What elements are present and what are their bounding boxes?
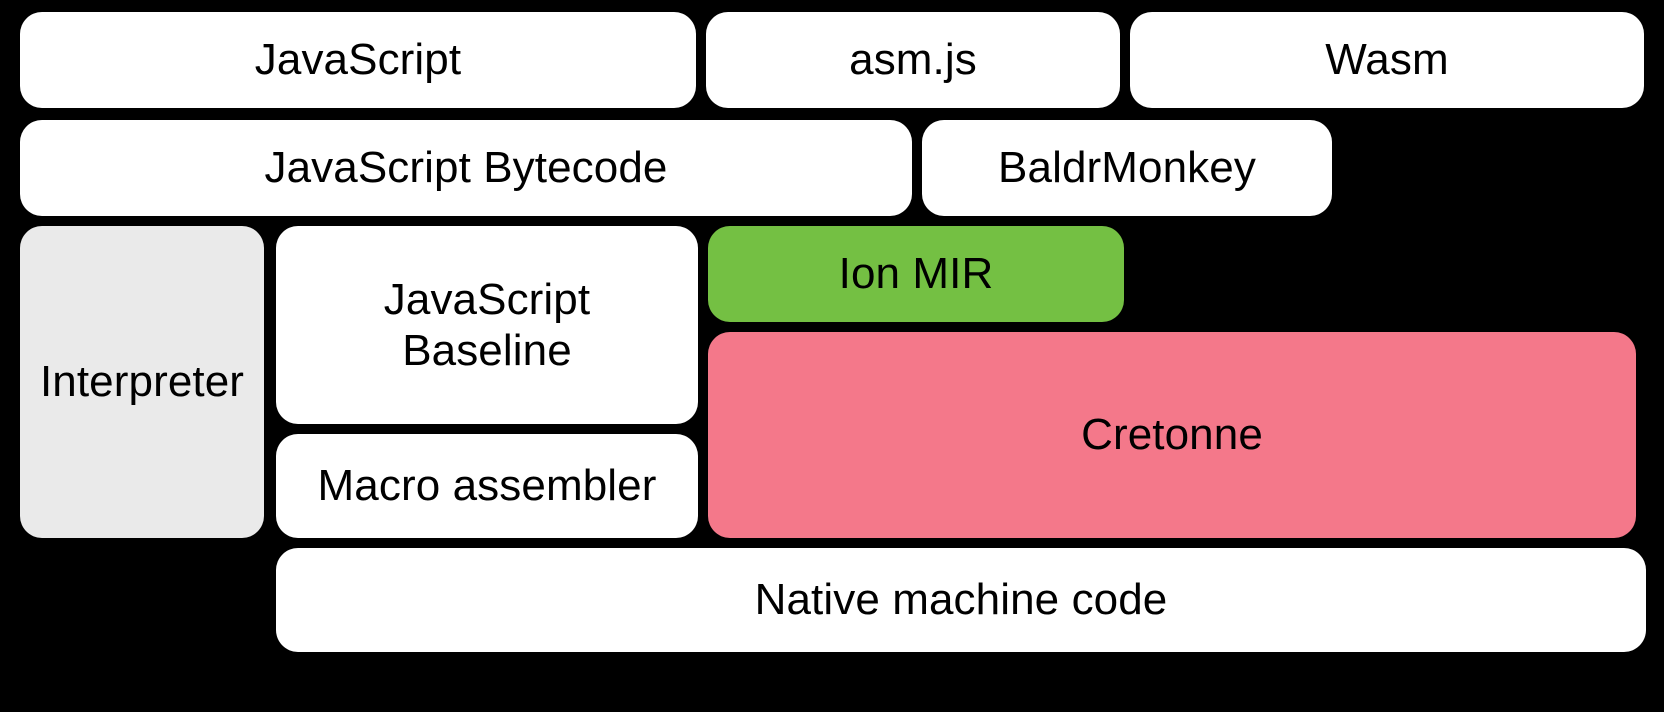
node-javascript-label: JavaScript xyxy=(254,35,462,85)
node-interpreter-label: Interpreter xyxy=(39,357,245,407)
node-baldrmonkey[interactable]: BaldrMonkey xyxy=(922,120,1332,216)
node-baldrmonkey-label: BaldrMonkey xyxy=(998,143,1256,193)
node-wasm-label: Wasm xyxy=(1325,35,1449,85)
node-javascript-bytecode-label: JavaScript Bytecode xyxy=(264,143,668,193)
node-macro-assembler[interactable]: Macro assembler xyxy=(276,434,698,538)
node-asmjs-label: asm.js xyxy=(849,35,977,85)
node-ion-mir[interactable]: Ion MIR xyxy=(708,226,1124,322)
node-native-machine-code[interactable]: Native machine code xyxy=(276,548,1646,652)
node-javascript-bytecode[interactable]: JavaScript Bytecode xyxy=(20,120,912,216)
node-javascript[interactable]: JavaScript xyxy=(20,12,696,108)
node-macro-assembler-label: Macro assembler xyxy=(317,461,657,511)
node-asmjs[interactable]: asm.js xyxy=(706,12,1120,108)
node-ion-mir-label: Ion MIR xyxy=(838,249,994,299)
node-javascript-baseline[interactable]: JavaScript Baseline xyxy=(276,226,698,424)
node-javascript-baseline-label: JavaScript Baseline xyxy=(383,274,591,375)
node-cretonne-label: Cretonne xyxy=(1081,410,1263,460)
node-cretonne[interactable]: Cretonne xyxy=(708,332,1636,538)
node-native-machine-code-label: Native machine code xyxy=(754,575,1168,625)
node-interpreter[interactable]: Interpreter xyxy=(20,226,264,538)
node-wasm[interactable]: Wasm xyxy=(1130,12,1644,108)
